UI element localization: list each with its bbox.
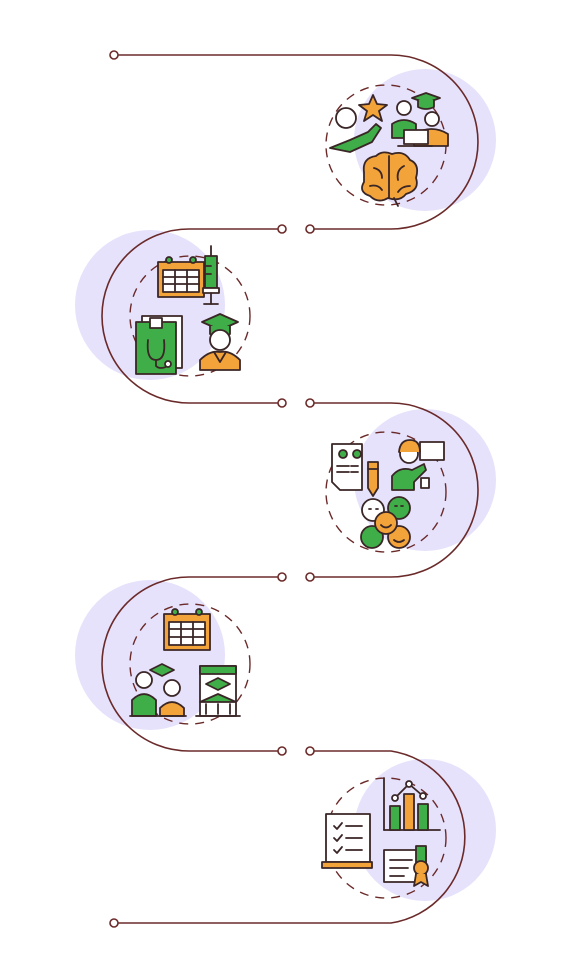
pencil-icon bbox=[367, 461, 379, 497]
endpoint-dot-bottom bbox=[109, 918, 119, 928]
timeline-path bbox=[101, 54, 479, 924]
university-building-icon bbox=[195, 665, 241, 717]
dashed-ring-step-3 bbox=[325, 431, 447, 553]
dashed-ring-step-4 bbox=[129, 603, 251, 725]
hand-icon bbox=[329, 107, 382, 153]
path-segment-4 bbox=[101, 576, 282, 752]
connector-dot bbox=[305, 572, 315, 582]
step-3-icons bbox=[331, 439, 445, 549]
pros-cons-document-icon bbox=[331, 443, 363, 491]
halos bbox=[75, 69, 496, 901]
dashed-ring-step-2 bbox=[129, 255, 251, 377]
mentor-student-icon bbox=[129, 663, 187, 717]
syringe-icon bbox=[202, 245, 220, 305]
path-segment-2 bbox=[101, 228, 282, 404]
certificate-icon bbox=[383, 845, 429, 887]
teacher-at-board-icon bbox=[391, 439, 445, 491]
endpoint-dot-top bbox=[109, 50, 119, 60]
connector-dot bbox=[305, 398, 315, 408]
connector-dot bbox=[277, 572, 287, 582]
graduate-icon bbox=[199, 313, 241, 371]
brain-icon bbox=[361, 151, 419, 207]
connector-dot bbox=[277, 398, 287, 408]
connector-dot bbox=[305, 746, 315, 756]
step-4-icons bbox=[129, 608, 241, 717]
path-segment-5 bbox=[114, 750, 466, 924]
step-1-icons bbox=[329, 92, 449, 207]
checklist-scroll-icon bbox=[321, 813, 373, 869]
dashed-ring-step-5 bbox=[325, 777, 447, 899]
connector-dot bbox=[305, 224, 315, 234]
connector-dot bbox=[277, 224, 287, 234]
connector-dot bbox=[277, 746, 287, 756]
step-2-icons bbox=[135, 245, 241, 375]
path-segment-1 bbox=[114, 54, 479, 230]
calendar-icon bbox=[163, 608, 211, 651]
medical-record-stethoscope-icon bbox=[135, 315, 183, 375]
calendar-icon bbox=[157, 256, 205, 298]
star-icon bbox=[358, 94, 388, 122]
student-at-laptop-icon bbox=[397, 111, 449, 147]
emotions-faces-icon bbox=[360, 496, 411, 549]
step-5-icons bbox=[321, 777, 441, 887]
connector-dots bbox=[109, 50, 315, 928]
bar-chart-icon bbox=[383, 777, 441, 831]
path-segment-3 bbox=[310, 402, 479, 578]
